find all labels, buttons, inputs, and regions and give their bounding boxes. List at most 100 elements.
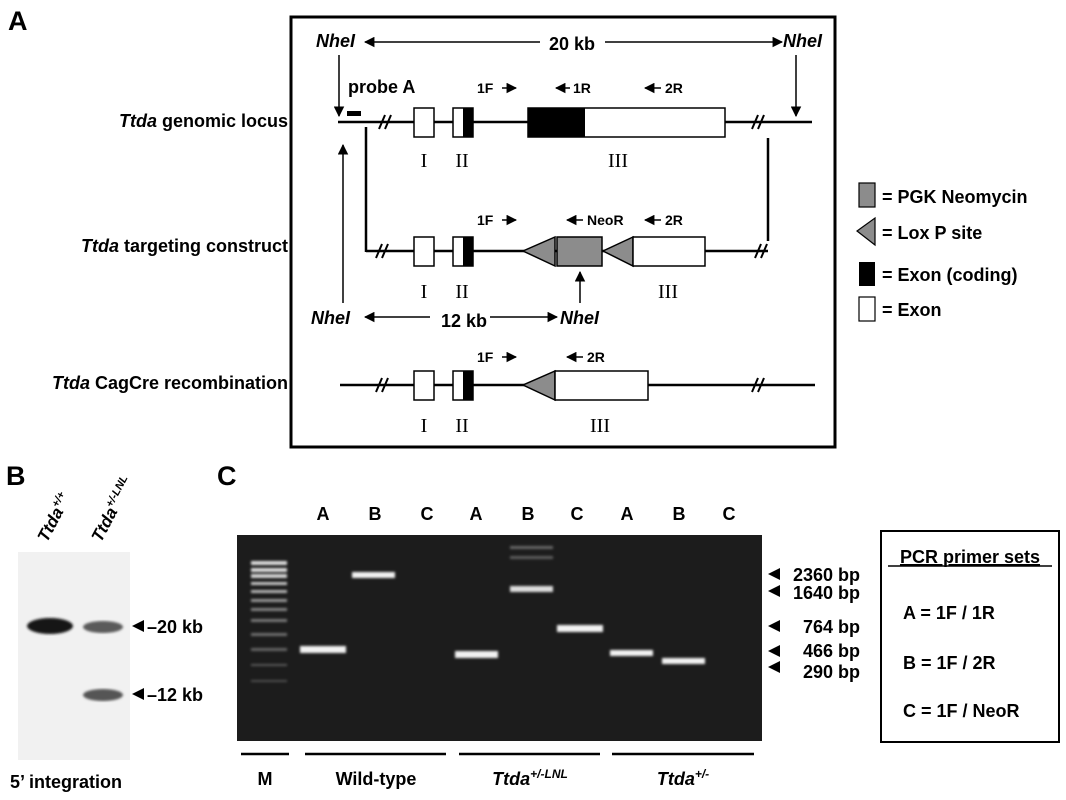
exon-3-numeral: III bbox=[608, 150, 628, 172]
marker-label: M bbox=[258, 769, 273, 789]
legend-coding-exon-icon bbox=[859, 262, 875, 286]
exon-1 bbox=[413, 370, 435, 401]
band-label-20kb: –20 kb bbox=[147, 617, 203, 637]
size-pointer bbox=[768, 620, 780, 632]
dna-ladder bbox=[251, 561, 287, 682]
exon-3-numeral: III bbox=[658, 281, 678, 303]
loxp-site-right bbox=[601, 235, 634, 268]
lane-letter: A bbox=[317, 504, 330, 524]
exon-2-coding bbox=[463, 108, 473, 137]
legend-exon-icon bbox=[858, 296, 876, 322]
legend-loxp-label: = Lox P site bbox=[882, 223, 982, 243]
loxp-site bbox=[521, 369, 556, 402]
exon-2-numeral: II bbox=[455, 281, 468, 303]
lane-letter: A bbox=[470, 504, 483, 524]
nhei-label-right-top: NheI bbox=[783, 31, 823, 51]
size-pointer bbox=[768, 568, 780, 580]
exon-3 bbox=[554, 370, 649, 401]
exon-2-coding bbox=[463, 237, 473, 266]
exon-1-numeral: I bbox=[421, 415, 428, 437]
nhei-label-left-top: NheI bbox=[316, 31, 356, 51]
blot-band-wt-20kb bbox=[27, 618, 73, 634]
exon-1 bbox=[413, 107, 435, 138]
exon-3 bbox=[632, 236, 706, 267]
gel-band bbox=[662, 658, 705, 664]
lane-letter: B bbox=[522, 504, 535, 524]
lane-letter: A bbox=[621, 504, 634, 524]
primer-2r-label: 2R bbox=[587, 349, 605, 365]
exon-2-numeral: II bbox=[455, 150, 468, 172]
primer-1r-label: 1R bbox=[573, 80, 591, 96]
primer-set-c: C = 1F / NeoR bbox=[903, 701, 1020, 721]
exon-3-coding bbox=[528, 108, 585, 137]
size-pointer bbox=[768, 661, 780, 673]
primer-set-a: A = 1F / 1R bbox=[903, 603, 995, 623]
row-label-genomic: Ttda genomic locus bbox=[119, 111, 288, 131]
gel-bands bbox=[300, 546, 705, 664]
size-label-1640: 1640 bp bbox=[793, 583, 860, 603]
break-mark bbox=[375, 377, 765, 393]
span-20kb-label: 20 kb bbox=[549, 34, 595, 54]
row-label-construct: Ttda targeting construct bbox=[81, 236, 288, 256]
band-pointer-12kb bbox=[132, 688, 144, 700]
nhei-label-neo: NheI bbox=[560, 308, 600, 328]
gel-band bbox=[510, 586, 553, 592]
group-label-wildtype: Wild-type bbox=[336, 769, 417, 789]
blot-footer: 5’ integration bbox=[10, 772, 122, 792]
exon-3-numeral: III bbox=[590, 415, 610, 437]
primer-set-b: B = 1F / 2R bbox=[903, 653, 996, 673]
exon-1 bbox=[413, 236, 435, 267]
size-pointer bbox=[768, 585, 780, 597]
blot-band-lnl-12kb bbox=[83, 689, 123, 701]
loxp-site-left bbox=[521, 235, 556, 268]
panel-c-label: C bbox=[217, 461, 237, 491]
band-label-12kb: –12 kb bbox=[147, 685, 203, 705]
exon-2-numeral: II bbox=[455, 415, 468, 437]
gel-band bbox=[510, 556, 553, 559]
lane-letter: B bbox=[673, 504, 686, 524]
gel-band bbox=[300, 646, 346, 653]
probe-label: probe A bbox=[348, 77, 415, 97]
legend-neomycin-icon bbox=[858, 182, 876, 208]
size-label-2360: 2360 bp bbox=[793, 565, 860, 585]
exon-1-numeral: I bbox=[421, 281, 428, 303]
panel-a-label: A bbox=[8, 6, 28, 36]
size-label-466: 466 bp bbox=[803, 641, 860, 661]
legend-exon-label: = Exon bbox=[882, 300, 942, 320]
primer-sets-title: PCR primer sets bbox=[900, 547, 1040, 567]
group-label-lnl: Ttda+/-LNL bbox=[492, 767, 568, 789]
size-label-290: 290 bp bbox=[803, 662, 860, 682]
primer-2r-label: 2R bbox=[665, 80, 683, 96]
gel-band bbox=[352, 572, 395, 578]
lane-letters: A B C A B C A B C bbox=[317, 504, 736, 524]
pcr-gel bbox=[237, 535, 762, 741]
primer-1f-label: 1F bbox=[477, 80, 494, 96]
gel-band bbox=[610, 650, 653, 656]
gel-band bbox=[510, 546, 553, 549]
lane-letter: C bbox=[571, 504, 584, 524]
gel-band bbox=[557, 625, 603, 632]
blot-band-lnl-20kb bbox=[83, 621, 123, 633]
probe-bar bbox=[347, 111, 361, 116]
span-12kb-label: 12 kb bbox=[441, 311, 487, 331]
primer-1f-label: 1F bbox=[477, 212, 494, 228]
band-pointer-20kb bbox=[132, 620, 144, 632]
gel-band bbox=[455, 651, 498, 658]
size-label-764: 764 bp bbox=[803, 617, 860, 637]
pgk-neomycin-cassette bbox=[556, 236, 603, 267]
southern-blot bbox=[18, 552, 130, 760]
primer-1f-label: 1F bbox=[477, 349, 494, 365]
group-label-het: Ttda+/- bbox=[657, 767, 709, 789]
legend-neomycin-label: = PGK Neomycin bbox=[882, 187, 1028, 207]
primer-2r-label: 2R bbox=[665, 212, 683, 228]
legend-coding-exon-label: = Exon (coding) bbox=[882, 265, 1018, 285]
lane-letter: C bbox=[723, 504, 736, 524]
size-pointer bbox=[768, 645, 780, 657]
exon-1-numeral: I bbox=[421, 150, 428, 172]
lane-label-wt: Ttda+/+ bbox=[33, 489, 75, 545]
panel-b-label: B bbox=[6, 461, 26, 491]
row-label-cagcre: Ttda CagCre recombination bbox=[52, 373, 288, 393]
break-mark bbox=[378, 114, 765, 130]
panel-a-frame bbox=[289, 15, 837, 449]
